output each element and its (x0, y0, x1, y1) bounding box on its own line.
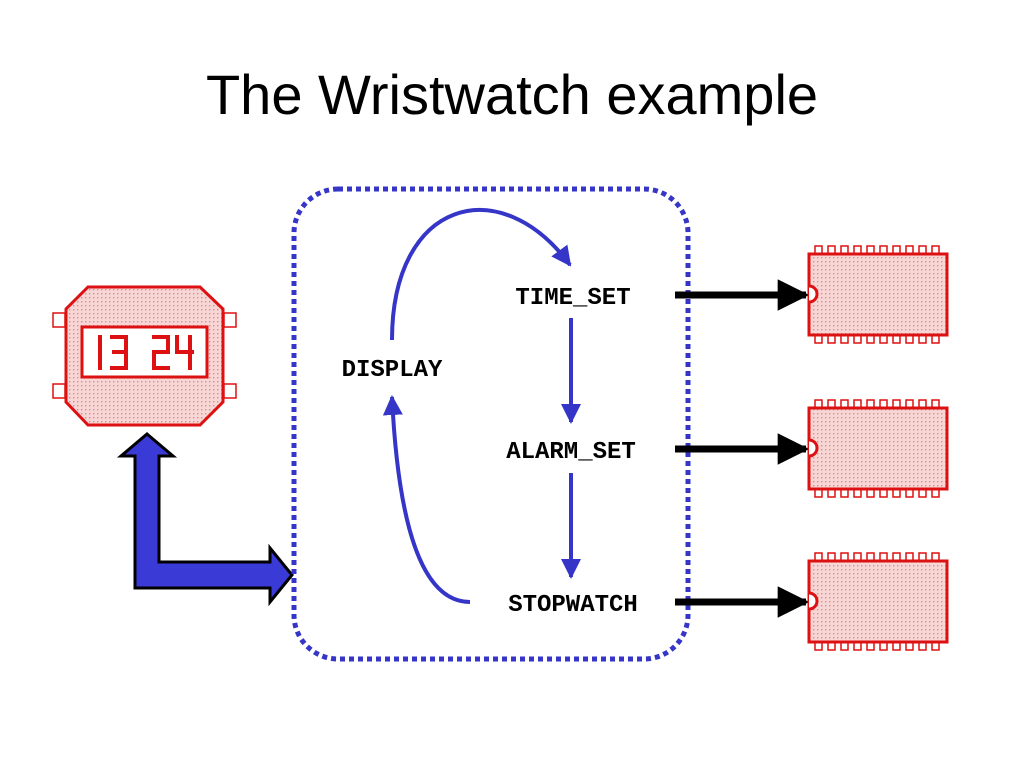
controller-boundary (291, 186, 691, 662)
watch-to-controller-arrow (116, 432, 294, 607)
state-alarm-set: ALARM_SET (506, 439, 636, 466)
watch-button-bottom-right (223, 383, 237, 399)
chip-alarm-set (807, 399, 949, 498)
chip-body (807, 406, 949, 491)
page-title: The Wristwatch example (205, 63, 819, 126)
watch-button-bottom-left (52, 383, 66, 399)
chip-notch (808, 284, 819, 304)
state-time-set: TIME_SET (515, 285, 630, 312)
wristwatch: 13 24 (52, 285, 237, 427)
transition-display-to-time-set (390, 208, 572, 341)
watch-button-top-left (52, 312, 66, 328)
state-stopwatch: STOPWATCH (508, 592, 638, 619)
chip-stopwatch (807, 552, 949, 651)
state-display: DISPLAY (342, 357, 443, 384)
chips (807, 245, 949, 651)
chip-notch (808, 438, 819, 458)
chip-body (807, 559, 949, 644)
chip-time-set (807, 245, 949, 344)
watch-button-top-right (223, 312, 237, 328)
watch-digits (98, 335, 194, 370)
chip-body (807, 252, 949, 337)
transition-stopwatch-to-display (382, 395, 471, 604)
chip-notch (808, 591, 819, 611)
